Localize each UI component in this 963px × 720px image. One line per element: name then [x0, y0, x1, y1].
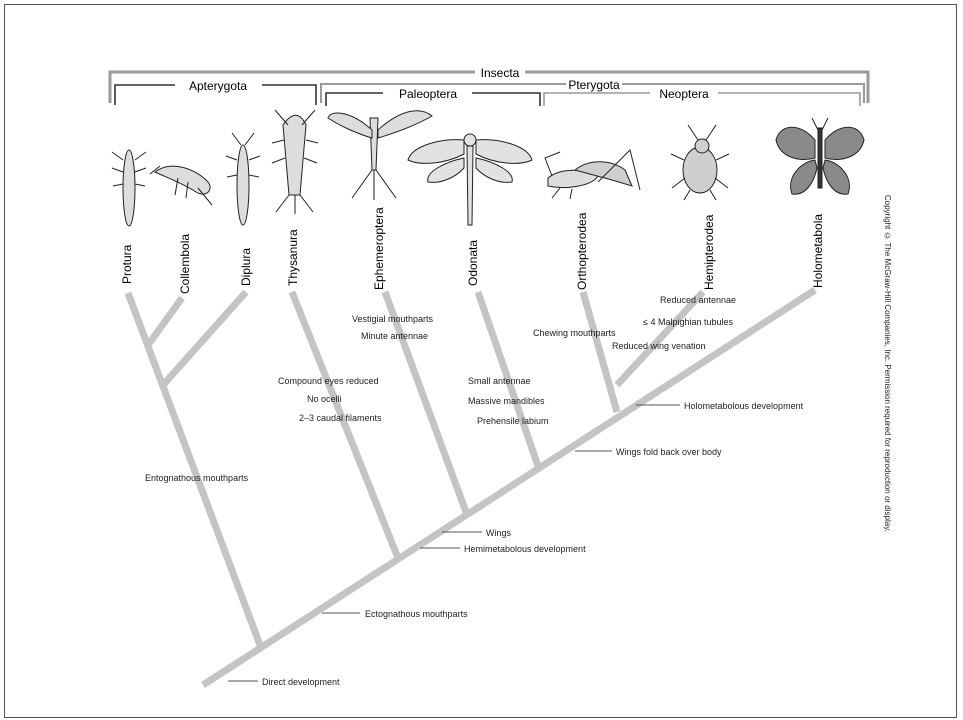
branch-ephemeroptera [385, 292, 466, 512]
label-entognathous-mouthparts: Entognathous mouthparts [145, 473, 249, 483]
apterygota-label: Apterygota [189, 79, 247, 93]
pterygota-label: Pterygota [568, 78, 620, 92]
taxon-label-diplura: Diplura [239, 248, 253, 286]
label-massive-mandibles: Massive mandibles [468, 396, 545, 406]
label-ectognathous-mouthparts: Ectognathous mouthparts [365, 609, 468, 619]
taxon-label-collembola: Collembola [178, 234, 192, 294]
taxon-label-ephemeroptera: Ephemeroptera [372, 207, 386, 290]
taxon-label-protura: Protura [120, 244, 134, 284]
copyright-notice: Copyright © The McGraw-Hill Companies, I… [880, 195, 892, 575]
branch-orthopterodea [583, 292, 617, 412]
thysanura-illustration [272, 110, 318, 214]
label-prehensile-labium: Prehensile labium [477, 416, 549, 426]
taxon-label-holometabola: Holometabola [811, 214, 825, 288]
tree-branches [128, 290, 815, 685]
label-no-ocelli: No ocelli [307, 394, 342, 404]
paleoptera-label: Paleoptera [399, 87, 457, 101]
label-minute-antennae: Minute antennae [361, 331, 428, 341]
label-direct-development: Direct development [262, 677, 340, 687]
odonata-illustration [408, 134, 532, 225]
branch-trunk [203, 290, 815, 685]
protura-illustration [112, 150, 146, 226]
diplura-illustration [226, 133, 260, 225]
neoptera-label: Neoptera [659, 87, 709, 101]
taxon-label-hemipterodea: Hemipterodea [702, 214, 716, 290]
hemipterodea-illustration [671, 125, 729, 200]
label-chewing-mouthparts: Chewing mouthparts [533, 328, 616, 338]
label-reduced-antennae: Reduced antennae [660, 295, 736, 305]
orthopterodea-illustration [545, 150, 640, 199]
branch-protura-collembola [148, 298, 182, 345]
label-caudal-filaments: 2–3 caudal filaments [299, 413, 382, 423]
label-small-antennae: Small antennae [468, 376, 531, 386]
label-wings-fold-back: Wings fold back over body [616, 447, 722, 457]
label-reduced-wing-venation: Reduced wing venation [612, 341, 706, 351]
label-compound-eyes-reduced: Compound eyes reduced [278, 376, 379, 386]
taxon-label-orthopterodea: Orthopterodea [575, 212, 589, 290]
insecta-label: Insecta [481, 66, 520, 80]
character-annotations: Direct development Ectognathous mouthpar… [145, 295, 804, 687]
taxon-label-odonata: Odonata [466, 240, 480, 286]
label-vestigial-mouthparts: Vestigial mouthparts [352, 314, 434, 324]
label-hemimetabolous-development: Hemimetabolous development [464, 544, 586, 554]
holometabola-illustration [776, 118, 864, 194]
taxon-label-thysanura: Thysanura [286, 229, 300, 286]
label-wings: Wings [486, 528, 512, 538]
label-malpighian-tubules: ≤ 4 Malpighian tubules [643, 317, 733, 327]
label-holometabolous-development: Holometabolous development [684, 401, 804, 411]
collembola-illustration [150, 166, 212, 205]
